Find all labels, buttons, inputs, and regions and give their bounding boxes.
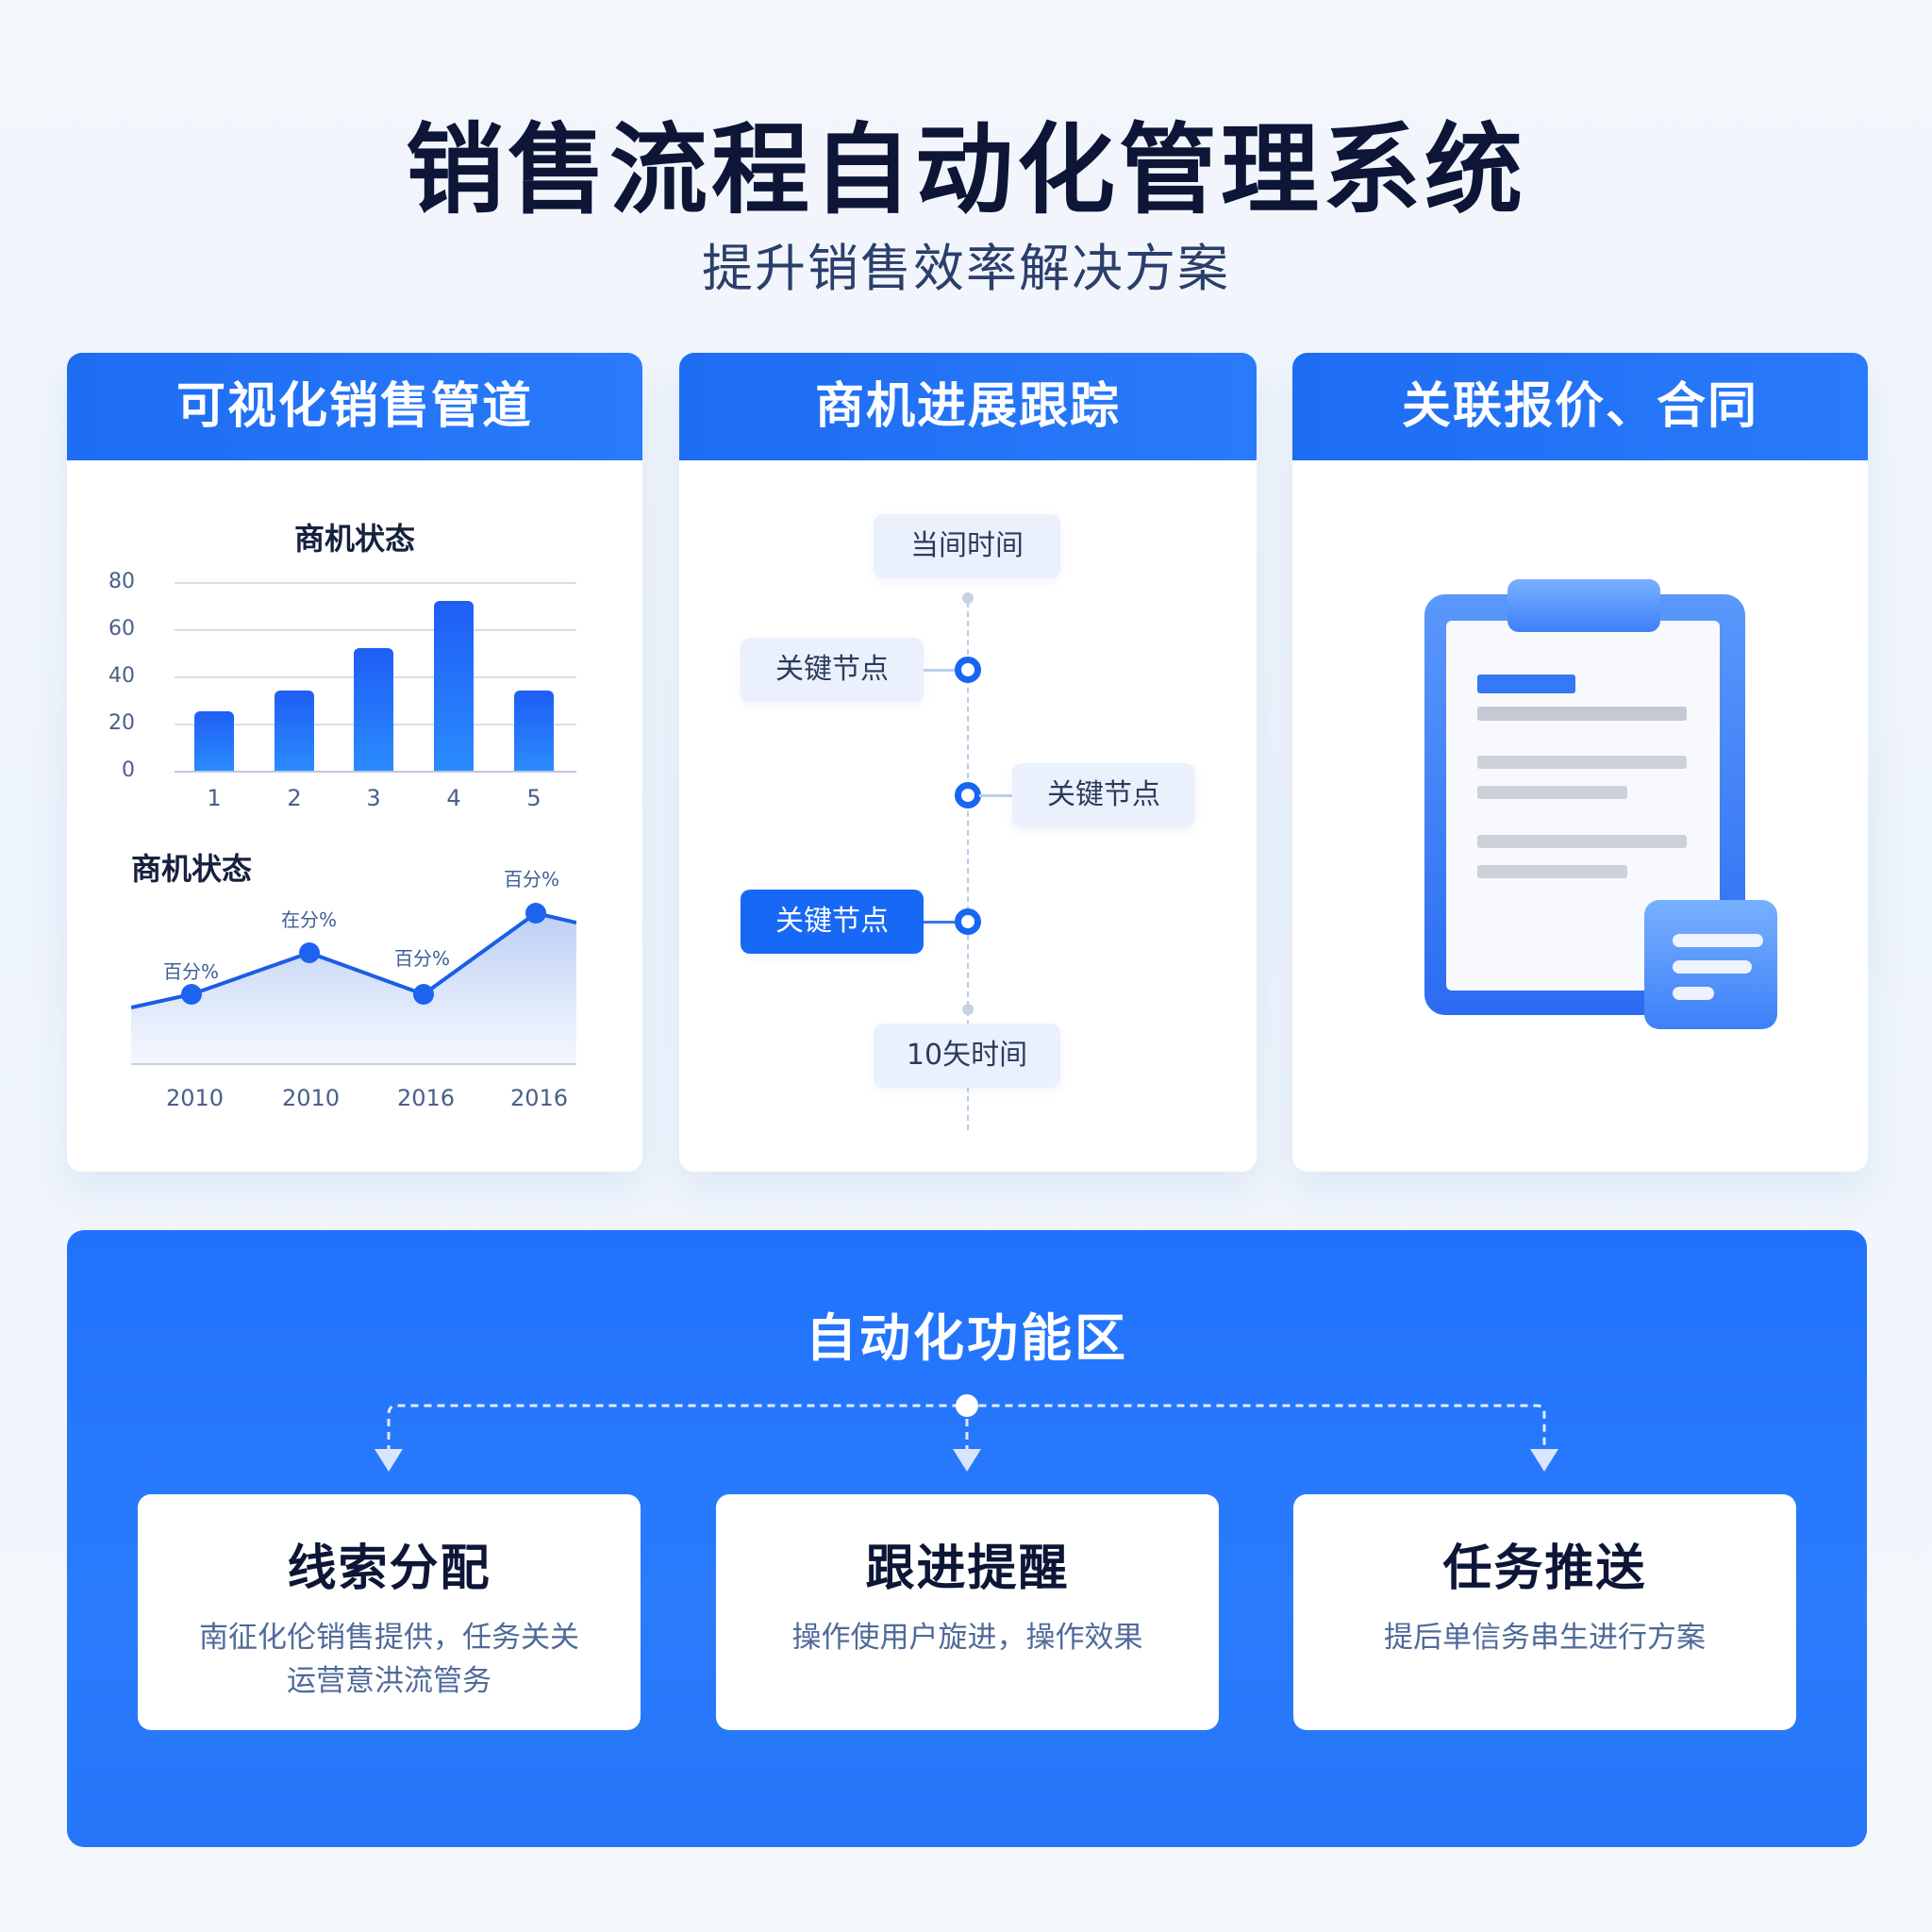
page-subtitle: 提升销售效率解决方案 <box>702 239 1230 298</box>
line-chart-title: 商机状态 <box>131 851 253 887</box>
timeline-start: 当间时间 <box>874 514 1060 578</box>
automation-title: 自动化功能区 <box>806 1308 1128 1368</box>
card-sales-pipeline: 可视化销售管道 商机状态 80 60 40 20 0 1 2 3 4 5 <box>67 353 642 1172</box>
timeline-line <box>967 602 969 1130</box>
point-label: 百分% <box>504 868 560 891</box>
page-title: 销售流程自动化管理系统 <box>405 112 1526 227</box>
node-connector <box>979 794 1013 797</box>
card-header: 可视化销售管道 <box>67 353 642 460</box>
y-tick: 0 <box>122 758 135 782</box>
timeline-node[interactable]: 关键节点 <box>1012 763 1195 827</box>
card-quotes-contracts: 关联报价、合同 <box>1292 353 1868 1172</box>
timeline-start-dot <box>962 592 974 604</box>
bar-4 <box>434 601 474 771</box>
gridline <box>175 629 576 631</box>
point-label: 在分% <box>281 908 338 931</box>
bar-chart-title: 商机状态 <box>293 521 415 557</box>
node-connector <box>924 669 957 672</box>
x-tick: 5 <box>526 785 541 811</box>
x-tick: 2010 <box>166 1085 225 1111</box>
node-connector <box>924 921 957 924</box>
branch-connector <box>375 1394 1558 1472</box>
feature-desc: 南征化伦销售提供，任务关关 运营意洪流管务 <box>199 1621 579 1698</box>
x-tick: 2010 <box>282 1085 341 1111</box>
x-tick: 2 <box>287 785 302 811</box>
timeline-end-dot <box>962 1004 974 1015</box>
area-chart-plot <box>131 903 576 1065</box>
gridline <box>175 582 576 584</box>
feature-title: 线索分配 <box>287 1541 491 1597</box>
feature-desc: 操作使用户旋进，操作效果 <box>791 1621 1143 1655</box>
bar-2 <box>275 691 314 771</box>
y-tick: 40 <box>108 664 135 688</box>
node-ring-icon[interactable] <box>955 782 981 808</box>
feature-card-task-push[interactable]: 任务推送 提后单信务串生进行方案 <box>1293 1494 1796 1730</box>
x-axis <box>175 771 576 773</box>
feature-desc: 提后单信务串生进行方案 <box>1384 1621 1706 1655</box>
point-label: 百分% <box>163 960 220 983</box>
timeline: 当间时间 关键节点 关键节点 关键节点 10矢时间 <box>679 460 1257 1172</box>
timeline-node[interactable]: 关键节点 <box>741 638 924 702</box>
feature-card-lead-assignment[interactable]: 线索分配 南征化伦销售提供，任务关关 运营意洪流管务 <box>138 1494 641 1730</box>
node-ring-icon[interactable] <box>955 657 981 683</box>
bar-5 <box>514 691 554 771</box>
timeline-node-active[interactable]: 关键节点 <box>741 890 924 954</box>
clipboard-document-icon <box>1424 579 1777 1029</box>
card-header: 商机进展跟踪 <box>679 353 1257 460</box>
card-opportunity-tracking: 商机进展跟踪 当间时间 关键节点 关键节点 关键节点 10矢时间 <box>679 353 1257 1172</box>
feature-card-follow-up-reminder[interactable]: 跟进提醒 操作使用户旋进，操作效果 <box>716 1494 1219 1730</box>
card-header: 关联报价、合同 <box>1292 353 1868 460</box>
feature-title: 跟进提醒 <box>865 1541 1070 1597</box>
x-tick: 4 <box>446 785 461 811</box>
x-tick: 3 <box>366 785 381 811</box>
node-ring-icon[interactable] <box>955 908 981 935</box>
x-tick: 1 <box>207 785 222 811</box>
bar-3 <box>354 648 393 771</box>
x-tick: 2016 <box>397 1085 456 1111</box>
y-tick: 80 <box>108 570 135 593</box>
point-label: 百分% <box>394 947 451 970</box>
y-tick: 20 <box>108 711 135 735</box>
x-tick: 2016 <box>510 1085 569 1111</box>
y-tick: 60 <box>108 617 135 641</box>
feature-title: 任务推送 <box>1442 1541 1647 1597</box>
automation-panel: 自动化功能区 线索分配 南征化伦销售提供，任务关关 运营意洪流管务 跟进提醒 操… <box>67 1230 1867 1847</box>
bar-1 <box>194 711 234 771</box>
timeline-end: 10矢时间 <box>874 1024 1060 1088</box>
